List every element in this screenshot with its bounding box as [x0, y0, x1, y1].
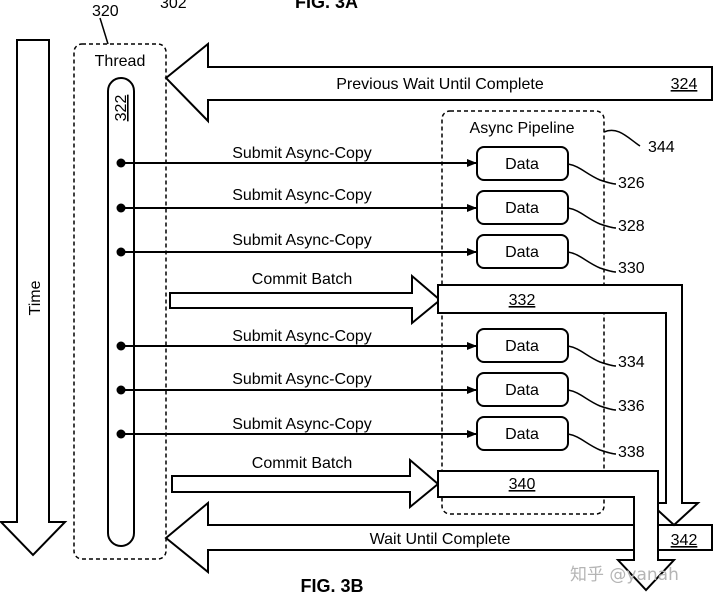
data-label: Data: [505, 244, 539, 261]
leader-344: [603, 129, 641, 147]
submit-row-2: Submit Async-Copy Data 328: [116, 187, 645, 235]
data-block: [476, 416, 569, 451]
submit-row-3: Submit Async-Copy Data 330: [116, 232, 645, 277]
figure-caption-top: FIG. 3A: [295, 0, 358, 12]
data-label: Data: [505, 338, 539, 355]
ref-label-340: 340: [509, 476, 536, 493]
ref-label-320: 320: [92, 3, 119, 20]
data-block: [476, 372, 569, 407]
thread-box: [73, 43, 167, 560]
data-block: [476, 328, 569, 363]
ref-label-334: 334: [618, 354, 645, 371]
ref-label-302: 302: [160, 0, 187, 12]
thread-timeline-bar: [107, 77, 135, 547]
figure-caption-bottom: FIG. 3B: [300, 576, 363, 596]
leader-334: [567, 345, 617, 367]
thread-label: Thread: [95, 53, 146, 70]
data-label: Data: [505, 156, 539, 173]
ref-label-322: 322: [113, 95, 130, 122]
leader-336: [567, 389, 617, 411]
watermark: 知乎 @yanah: [570, 565, 679, 585]
submit-label: Submit Async-Copy: [232, 328, 372, 345]
ref-label-330: 330: [618, 260, 645, 277]
data-label: Data: [505, 426, 539, 443]
data-block: [476, 234, 569, 269]
ref-label-336: 336: [618, 398, 645, 415]
data-label: Data: [505, 200, 539, 217]
previous-wait-label: Previous Wait Until Complete: [336, 76, 544, 93]
submit-row-4: Submit Async-Copy Data 334: [116, 328, 645, 371]
leader-320: [99, 17, 109, 45]
commit-batch-arrow-1: [169, 273, 442, 326]
leader-330: [567, 251, 617, 273]
ref-label-328: 328: [618, 218, 645, 235]
time-label: Time: [27, 280, 44, 315]
leader-328: [567, 207, 617, 229]
submit-label: Submit Async-Copy: [232, 371, 372, 388]
leader-338: [567, 433, 617, 455]
commit-batch-label: Commit Batch: [252, 271, 352, 288]
submit-label: Submit Async-Copy: [232, 187, 372, 204]
batch-332-arrow: [437, 284, 701, 527]
data-block: [476, 146, 569, 181]
ref-label-326: 326: [618, 175, 645, 192]
async-pipeline-label: Async Pipeline: [470, 120, 575, 137]
wait-until-complete-arrow: [164, 500, 713, 575]
ref-label-338: 338: [618, 444, 645, 461]
wait-until-complete-label: Wait Until Complete: [370, 531, 511, 548]
time-arrow: [0, 39, 68, 557]
commit-batch-arrow-2: [171, 457, 440, 510]
submit-row-1: Submit Async-Copy Data 326: [116, 145, 645, 192]
submit-row-5: Submit Async-Copy Data 336: [116, 371, 645, 415]
submit-label: Submit Async-Copy: [232, 232, 372, 249]
submit-label: Submit Async-Copy: [232, 416, 372, 433]
ref-label-332: 332: [509, 292, 536, 309]
commit-batch-label: Commit Batch: [252, 455, 352, 472]
data-block: [476, 190, 569, 225]
ref-label-342: 342: [671, 532, 698, 549]
data-label: Data: [505, 382, 539, 399]
ref-label-344: 344: [648, 139, 675, 156]
leader-326: [567, 163, 617, 185]
ref-label-324: 324: [671, 76, 698, 93]
previous-wait-arrow: [164, 41, 713, 124]
submit-label: Submit Async-Copy: [232, 145, 372, 162]
submit-row-6: Submit Async-Copy Data 338: [116, 416, 645, 461]
batch-340-arrow: [437, 470, 677, 592]
